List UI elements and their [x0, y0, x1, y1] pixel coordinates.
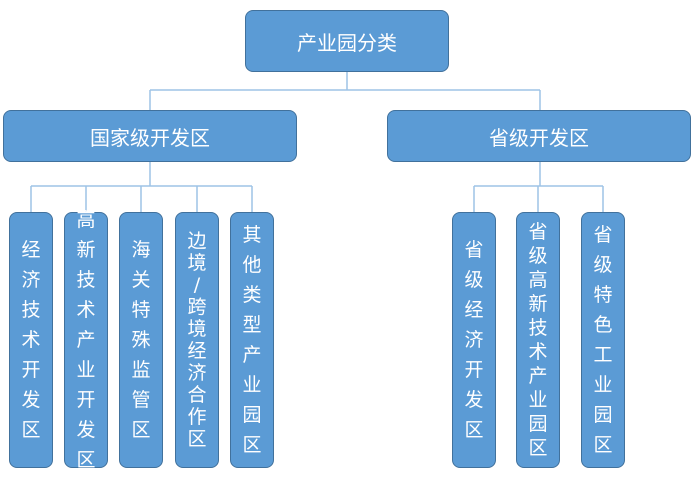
provincial-level-node: 省级开发区 [387, 110, 691, 162]
root-node: 产业园分类 [245, 10, 449, 72]
national-child-hightech-zone: 高 新 技 术 产 业 开 发 区 [64, 209, 108, 471]
provincial-child-industrial-park: 省 级 特 色 工 业 园 区 [581, 212, 625, 468]
national-child-economic-tech-zone: 经 济 技 术 开 发 区 [9, 212, 53, 468]
national-child-other-parks: 其 他 类 型 产 业 园 区 [230, 212, 274, 468]
national-level-node: 国家级开发区 [3, 110, 297, 162]
national-child-border-zone: 边 境 / 跨 境 经 济 合 作 区 [175, 212, 219, 468]
provincial-child-hightech-park: 省 级 高 新 技 术 产 业 园 区 [516, 212, 560, 468]
provincial-child-economic-zone: 省 级 经 济 开 发 区 [452, 212, 496, 468]
national-child-customs-zone: 海 关 特 殊 监 管 区 [119, 212, 163, 468]
